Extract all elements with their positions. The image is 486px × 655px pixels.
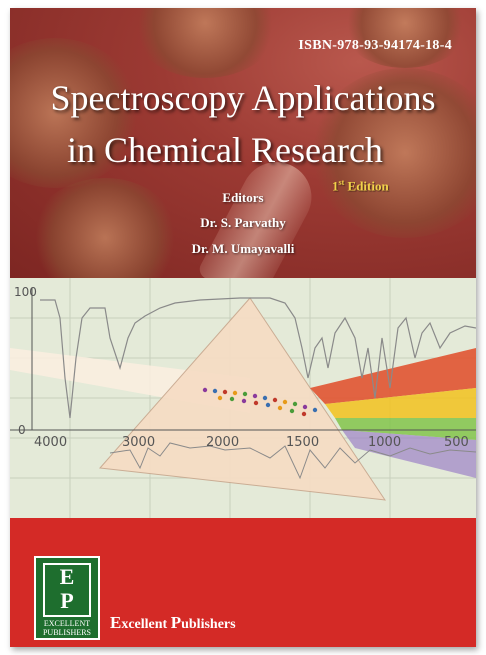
editor-name-1: Dr. S. Parvathy — [200, 215, 286, 230]
cover-bottom-band: E P EXCELLENT PUBLISHERS Excellent Publi… — [10, 518, 476, 647]
decorative-cell — [310, 68, 476, 238]
data-points — [202, 387, 318, 417]
edition-label: 1st Edition — [332, 178, 389, 194]
decorative-cell — [30, 178, 180, 278]
edition-word: Edition — [344, 178, 389, 194]
edition-number: 1 — [332, 178, 339, 194]
publisher-initial-2: P — [170, 613, 182, 632]
publisher-rest-2: ublishers — [181, 617, 236, 632]
red-beam — [310, 348, 476, 404]
spectrum-illustration: 100 0 4000 3000 2000 1500 1000 500 — [10, 278, 476, 518]
editor-name-2: Dr. M. Umayavalli — [191, 241, 295, 256]
x-tick-label: 1000 — [368, 435, 401, 450]
prism — [98, 297, 387, 501]
publisher-rest-1: xcellent — [121, 617, 171, 632]
x-tick-label: 2000 — [206, 435, 239, 450]
x-tick-label: 4000 — [34, 435, 67, 450]
cover-top-band: ISBN-978-93-94174-18-4 Spectroscopy Appl… — [10, 8, 476, 278]
violet-beam — [342, 430, 476, 478]
green-beam — [335, 418, 476, 440]
secondary-spectrum-trace — [109, 442, 476, 480]
logo-letter-p: P — [60, 588, 74, 613]
y-tick-bottom: 0 — [18, 423, 26, 437]
book-title-line-1: Spectroscopy Applications — [50, 78, 436, 118]
logo-text-line-2: PUBLISHERS — [42, 628, 91, 637]
spectrum-graphic: 100 0 4000 3000 2000 1500 1000 500 — [10, 278, 476, 518]
x-tick-label: 500 — [444, 435, 469, 450]
yellow-beam — [325, 388, 476, 418]
x-tick-label: 3000 — [122, 435, 155, 450]
ir-spectrum-trace — [40, 297, 476, 419]
publisher-logo: E P EXCELLENT PUBLISHERS — [34, 556, 100, 640]
book-cover: ISBN-978-93-94174-18-4 Spectroscopy Appl… — [10, 8, 476, 647]
logo-letter-e: E — [59, 564, 75, 589]
edition-suffix: st — [338, 178, 345, 187]
logo-frame: E P — [43, 563, 91, 617]
x-tick-label: 1500 — [286, 435, 319, 450]
logo-text-line-1: EXCELLENT — [43, 619, 91, 628]
decorative-cell — [10, 38, 140, 188]
y-tick-top: 100 — [14, 285, 37, 299]
publisher-name: Excellent Publishers — [110, 613, 236, 633]
isbn: ISBN-978-93-94174-18-4 — [298, 38, 452, 53]
book-title-line-2: in Chemical Research — [67, 130, 383, 170]
editors-label: Editors — [222, 190, 264, 205]
publisher-initial-1: E — [110, 613, 122, 632]
decorative-cell — [130, 8, 280, 78]
